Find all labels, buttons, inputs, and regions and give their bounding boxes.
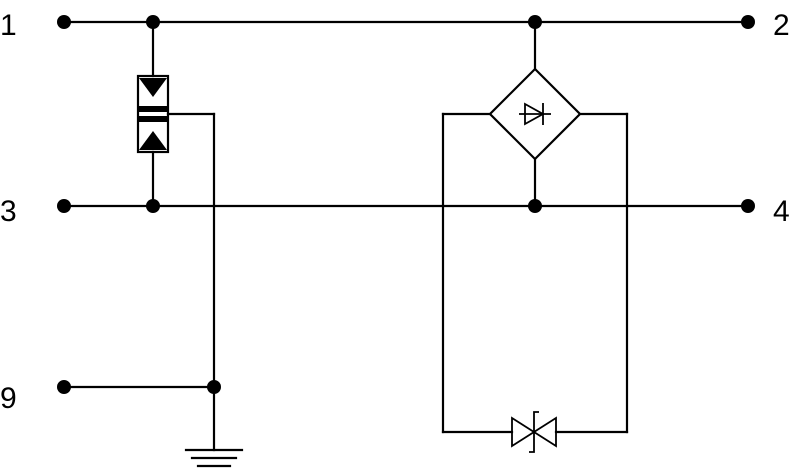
terminal-dot-4 — [741, 199, 755, 213]
terminal-label-1: 1 — [0, 9, 17, 42]
terminal-label-4: 4 — [773, 195, 790, 228]
junction-dot — [528, 15, 542, 29]
gas-discharge-tube — [136, 20, 216, 389]
terminal-label-3: 3 — [0, 195, 17, 228]
terminal-dot-2 — [741, 15, 755, 29]
bridge-rectifier — [441, 20, 629, 208]
terminal-dot-9 — [57, 380, 71, 394]
tvs-loop — [441, 112, 629, 434]
terminal-dot-3 — [57, 199, 71, 213]
terminal-dot-1 — [57, 15, 71, 29]
terminal-label-2: 2 — [773, 9, 790, 42]
diode-icon — [524, 102, 545, 126]
junction-dot — [146, 199, 160, 213]
junction-dot — [207, 380, 221, 394]
junction-dot — [528, 199, 542, 213]
junction-dot — [146, 15, 160, 29]
tvs-diode — [511, 411, 557, 453]
ground-symbol — [184, 385, 244, 468]
terminal-label-9: 9 — [0, 382, 17, 415]
